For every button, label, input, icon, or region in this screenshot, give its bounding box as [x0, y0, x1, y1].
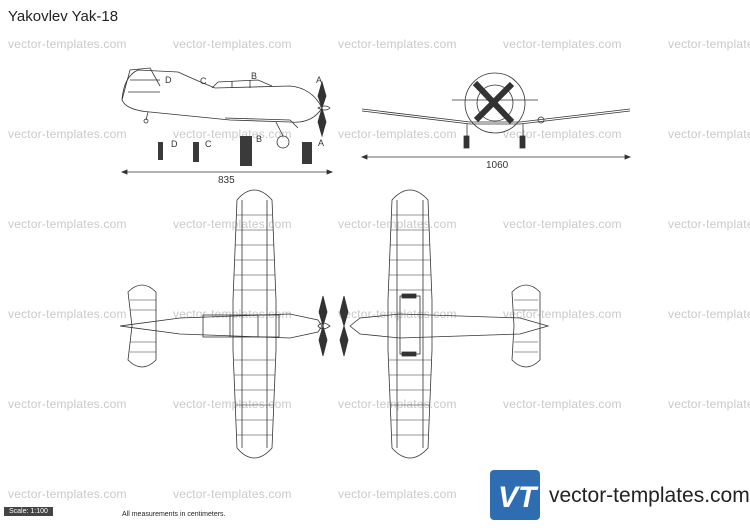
label-b: B: [251, 71, 257, 81]
svg-text:VT: VT: [498, 481, 539, 514]
label-c-panel: C: [205, 139, 212, 149]
front-view: [360, 72, 632, 160]
side-dimension: 835: [218, 175, 235, 186]
label-c: C: [200, 76, 207, 86]
panel-b: [240, 136, 252, 166]
label-a-panel: A: [318, 138, 324, 148]
measurement-note: All measurements in centimeters.: [122, 511, 226, 518]
panel-d: [158, 142, 163, 160]
brand-name[interactable]: vector-templates.com: [549, 484, 750, 507]
scale-badge: Scale: 1:100: [4, 507, 53, 516]
vt-logo-icon: VT: [498, 481, 539, 514]
front-dimension: 1060: [486, 160, 509, 171]
panel-c: [193, 142, 199, 162]
label-d-panel: D: [171, 139, 178, 149]
side-view: [120, 67, 334, 175]
label-d: D: [165, 75, 172, 85]
page-title: Yakovlev Yak-18: [8, 8, 119, 25]
bottom-view: [339, 189, 550, 459]
brand-logo[interactable]: VT: [490, 470, 540, 520]
top-view: [119, 189, 331, 459]
label-b-panel: B: [256, 134, 262, 144]
panel-a: [302, 142, 312, 164]
label-a: A: [316, 75, 322, 85]
